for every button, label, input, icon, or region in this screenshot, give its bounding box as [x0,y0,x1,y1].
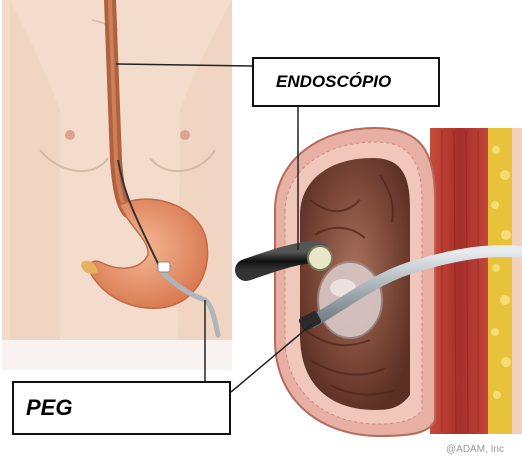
right-nipple [180,130,190,140]
skin-layer [512,128,522,434]
torso-panel [2,0,252,381]
copyright-credit: @ADAM, Inc [446,444,504,455]
endoscope-label: ENDOSCÓPIO [276,72,391,92]
peg-callout: PEG [12,381,231,435]
mini-peg-bolster [158,262,170,272]
endoscope-callout: ENDOSCÓPIO [252,57,440,107]
torso-panel-fade [2,340,232,370]
endoscope-light [308,246,332,270]
peg-label: PEG [26,395,72,421]
cross-section [231,107,522,436]
muscle-layer [430,128,490,434]
left-nipple [65,130,75,140]
